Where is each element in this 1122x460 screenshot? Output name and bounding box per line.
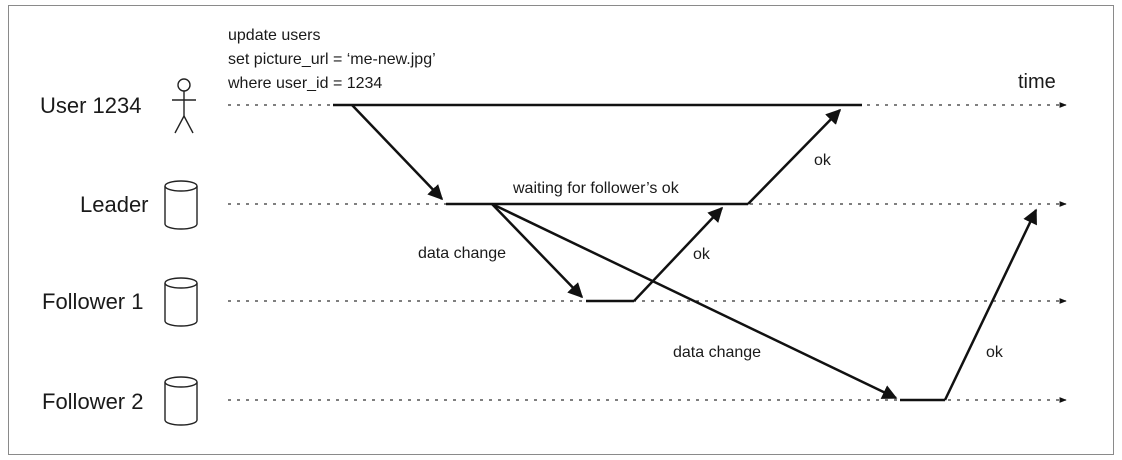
database-icon	[164, 277, 198, 327]
ok-arrow-follower-2	[943, 208, 1038, 401]
lane-label-follower-2: Follower 2	[42, 389, 143, 414]
ok-label-follower-2: ok	[986, 344, 1004, 361]
lane-label-follower-1: Follower 1	[42, 289, 143, 314]
diagram-frame	[8, 5, 1114, 455]
database-icon	[164, 376, 198, 426]
ok-label-follower-1: ok	[693, 246, 711, 263]
query-line-1: update users	[228, 27, 321, 44]
ok-label-leader: ok	[814, 152, 832, 169]
data-change-arrow-follower-2	[491, 202, 898, 400]
query-line-2: set picture_url = ‘me-new.jpg’	[228, 51, 436, 68]
database-icon	[164, 180, 198, 230]
waiting-label: waiting for follower’s ok	[512, 180, 680, 197]
lane-label-user: User 1234	[40, 93, 142, 118]
person-icon	[172, 78, 196, 134]
data-change-label-1: data change	[418, 245, 506, 262]
time-axis-label: time	[1018, 71, 1056, 93]
request-arrow	[351, 104, 444, 201]
ok-arrow-leader	[747, 108, 842, 205]
ok-arrow-follower-1	[633, 206, 724, 302]
lane-label-leader: Leader	[80, 192, 149, 217]
query-line-3: where user_id = 1234	[227, 75, 382, 92]
data-change-arrow-follower-1	[491, 203, 584, 299]
data-change-label-2: data change	[673, 344, 761, 361]
